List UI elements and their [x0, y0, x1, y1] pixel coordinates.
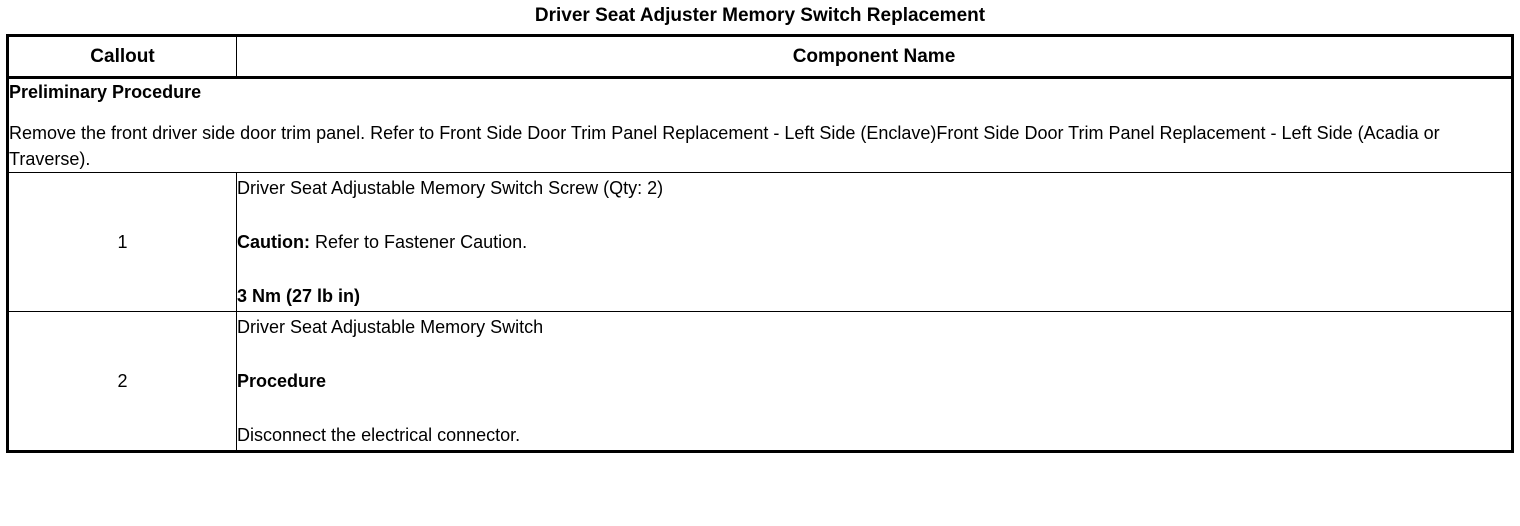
- table-header-row: Callout Component Name: [7, 35, 1513, 79]
- callout-number: 2: [7, 311, 237, 452]
- table-header: Callout Component Name: [7, 35, 1513, 79]
- column-header-callout: Callout: [7, 35, 237, 79]
- table-row: 2 Driver Seat Adjustable Memory Switch P…: [7, 311, 1513, 452]
- procedure-table: Callout Component Name Preliminary Proce…: [6, 34, 1514, 453]
- preliminary-procedure-body: Remove the front driver side door trim p…: [9, 123, 1440, 169]
- component-description: Driver Seat Adjustable Memory Switch Scr…: [236, 172, 1513, 312]
- table-body: Preliminary Procedure Remove the front d…: [7, 77, 1513, 452]
- table-container: Callout Component Name Preliminary Proce…: [0, 34, 1520, 453]
- torque-specification: 3 Nm (27 lb in): [237, 286, 361, 306]
- caution-text: Refer to Fastener Caution.: [315, 232, 528, 252]
- component-line-caution: Caution: Refer to Fastener Caution.: [237, 227, 1511, 257]
- component-description: Driver Seat Adjustable Memory Switch Pro…: [236, 311, 1513, 452]
- callout-number: 1: [7, 172, 237, 312]
- column-header-component-name: Component Name: [236, 35, 1513, 79]
- table-row: 1 Driver Seat Adjustable Memory Switch S…: [7, 172, 1513, 312]
- preliminary-procedure-heading: Preliminary Procedure: [9, 82, 202, 102]
- preliminary-procedure-row: Preliminary Procedure Remove the front d…: [7, 77, 1513, 173]
- caution-label: Caution:: [237, 232, 310, 252]
- procedure-heading: Procedure: [237, 371, 327, 391]
- component-line: Driver Seat Adjustable Memory Switch: [237, 317, 544, 337]
- preliminary-procedure-cell: Preliminary Procedure Remove the front d…: [7, 77, 1513, 173]
- procedure-step: Disconnect the electrical connector.: [237, 425, 521, 445]
- component-line: Driver Seat Adjustable Memory Switch Scr…: [237, 178, 664, 198]
- page-title: Driver Seat Adjuster Memory Switch Repla…: [534, 5, 986, 26]
